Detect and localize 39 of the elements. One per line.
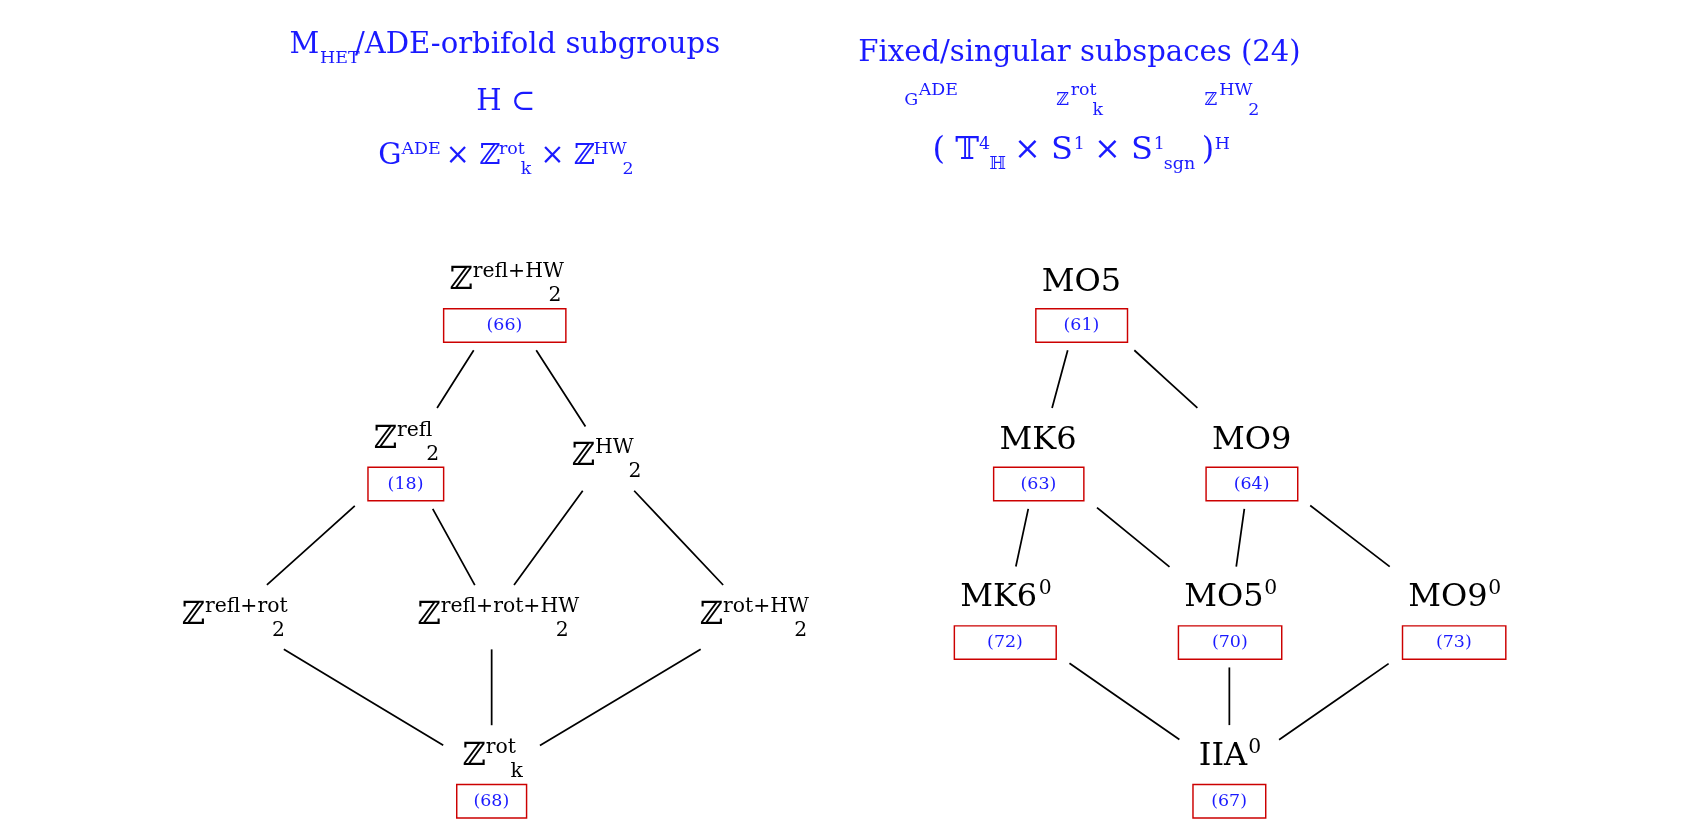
node-box: (70) [1177,625,1283,661]
connector [1015,507,1030,568]
connector [539,648,702,747]
node-label: MO5 [1041,260,1122,299]
connector [1068,662,1181,741]
node-box: (64) [1205,466,1299,502]
node-label: MO5$^{0}$ [1184,575,1278,615]
node-label: MK6$^{0}$ [960,575,1052,615]
node-box: (18) [367,466,445,502]
node-label: IIA$^{0}$ [1198,733,1262,773]
node-box: (63) [992,466,1085,502]
connector [633,489,724,586]
node-box: (61) [1035,307,1129,343]
label: H ⊂ [476,83,536,118]
label: Fixed/singular subspaces (24) [858,33,1301,68]
connector [431,507,476,587]
connector [1228,666,1231,726]
connector [535,349,587,428]
node-label: MO9$^{0}$ [1408,575,1502,615]
connector [436,349,475,409]
node-box: (68) [456,783,528,819]
node-box: (73) [1401,625,1507,661]
node-box: (66) [442,307,567,343]
connector [1051,349,1069,409]
node-label: MO9 [1211,419,1292,458]
connector [1235,507,1246,568]
connector [1096,506,1171,568]
connector [1278,662,1390,741]
label: ( 𝕋$^{4}$$_{ℍ}$ × S$^{1}$ × S$^{1}$$_{sgn}$ )$^{H}$ [932,128,1231,173]
label: M$_{HET}$/ADE-orbifold subgroups [289,26,721,68]
connector [266,505,356,586]
connector [513,489,584,586]
node-box: (67) [1192,783,1267,819]
node-box: (72) [953,625,1057,661]
connector [1309,504,1391,568]
connector [490,648,493,727]
connector [282,648,445,747]
connector [1133,349,1199,409]
node-label: MK6 [999,419,1077,458]
